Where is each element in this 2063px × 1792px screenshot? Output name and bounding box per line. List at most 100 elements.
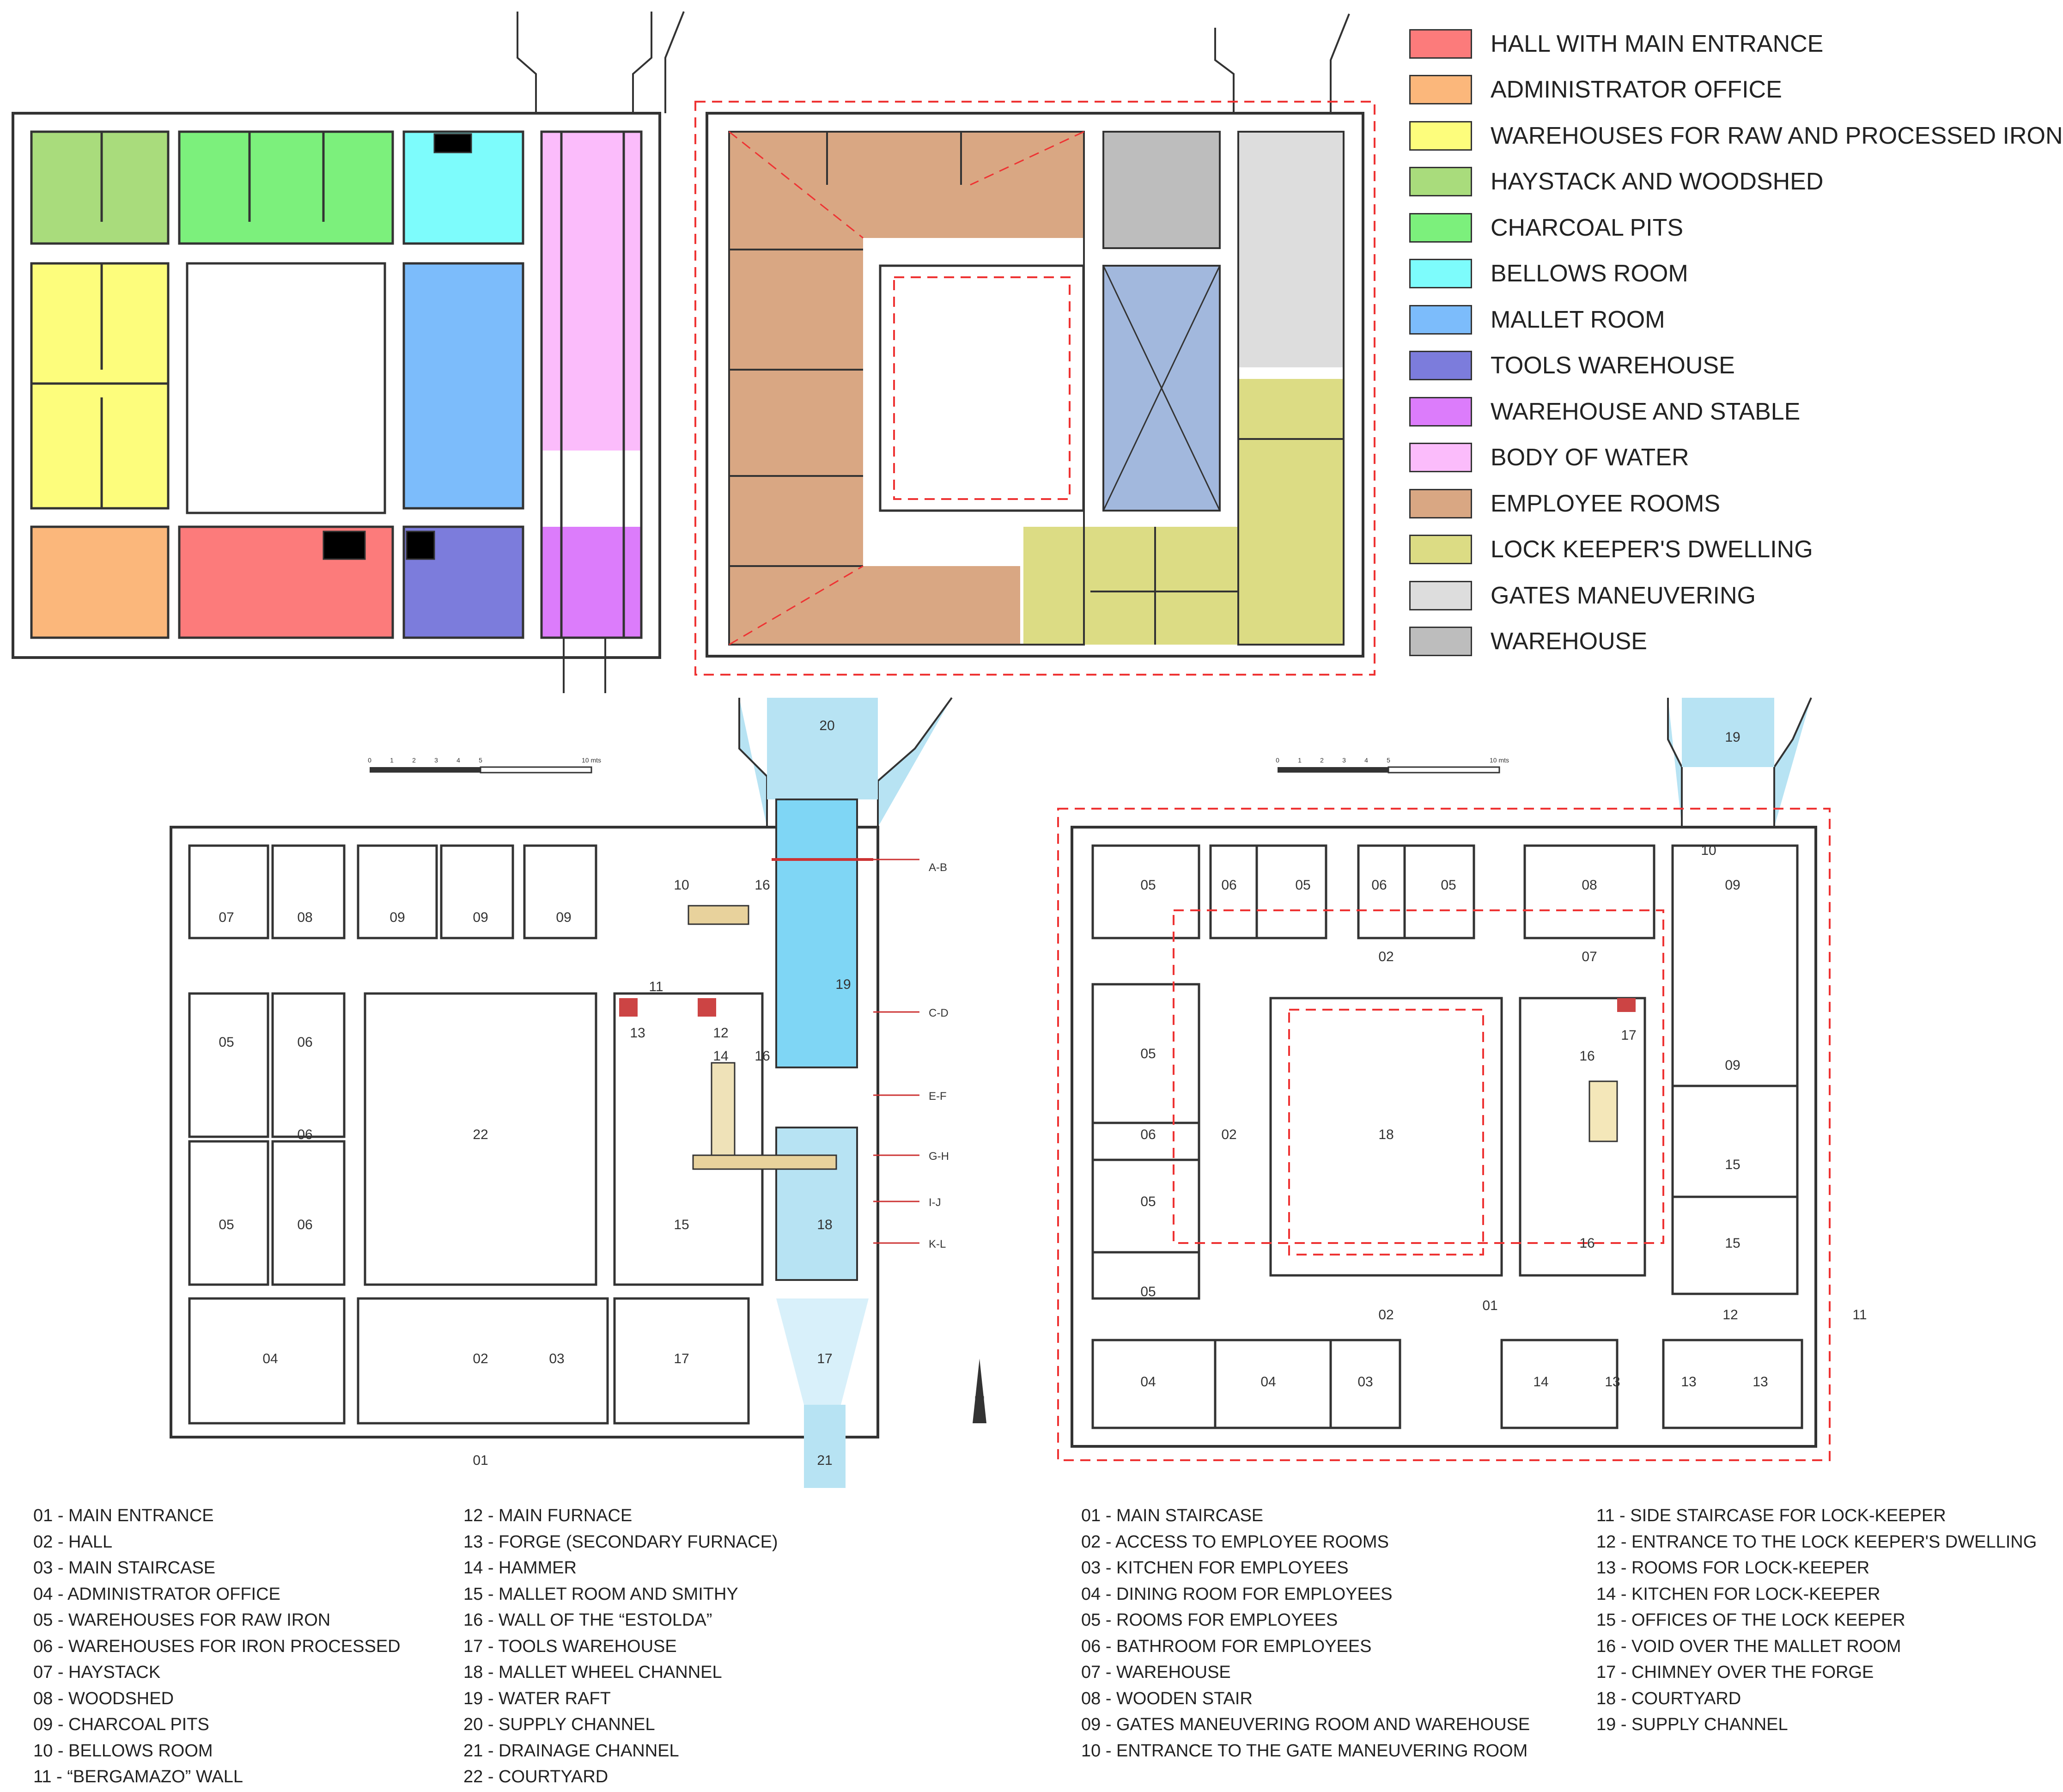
legend-swatch xyxy=(1409,121,1472,151)
list-item: 01 - MAIN STAIRCASE xyxy=(1081,1506,1264,1525)
room-label: 05 xyxy=(1140,1194,1156,1209)
upper-floor-list-1: 01 - MAIN STAIRCASE 02 - ACCESS TO EMPLO… xyxy=(1081,1503,1530,1764)
legend-label: WAREHOUSES FOR RAW AND PROCESSED IRON xyxy=(1491,122,2063,149)
list-item: 16 - WALL OF THE “ESTOLDA” xyxy=(463,1610,712,1630)
room-label: 04 xyxy=(1260,1374,1276,1390)
list-item: 05 - WAREHOUSES FOR RAW IRON xyxy=(33,1610,331,1630)
scale-end: 10 mts xyxy=(1490,756,1509,764)
list-item: 14 - KITCHEN FOR LOCK-KEEPER xyxy=(1596,1584,1880,1604)
room-label: 07 xyxy=(1582,949,1597,964)
section-label: I-J xyxy=(929,1196,941,1209)
list-item: 17 - TOOLS WAREHOUSE xyxy=(463,1636,677,1656)
legend-label: BELLOWS ROOM xyxy=(1491,260,1688,287)
scale-tick: 4 xyxy=(1364,756,1368,764)
scale-tick: 0 xyxy=(1276,756,1279,764)
legend-label: EMPLOYEE ROOMS xyxy=(1491,490,1720,517)
north-label: N xyxy=(974,1393,986,1411)
legend-swatch xyxy=(1409,75,1472,105)
legend-swatch xyxy=(1409,29,1472,59)
room-label: 19 xyxy=(1725,730,1740,745)
room-label: 09 xyxy=(1725,878,1740,893)
room-label: 05 xyxy=(1140,1046,1156,1061)
room-label: 17 xyxy=(817,1351,832,1366)
scale-tick: 2 xyxy=(412,756,416,764)
legend-item: BELLOWS ROOM xyxy=(1409,251,2005,297)
room-label: 21 xyxy=(817,1453,832,1468)
list-item: 09 - GATES MANEUVERING ROOM AND WAREHOUS… xyxy=(1081,1715,1530,1734)
list-item: 06 - BATHROOM FOR EMPLOYEES xyxy=(1081,1636,1372,1656)
room-label: 10 xyxy=(1701,843,1716,858)
north-arrow: N xyxy=(973,1359,986,1423)
room-label: 16 xyxy=(1579,1236,1594,1251)
scale-tick: 3 xyxy=(1342,756,1346,764)
room-label: 05 xyxy=(1295,878,1310,893)
scale-tick: 4 xyxy=(456,756,460,764)
room-label: 11 xyxy=(649,979,663,994)
room-label: 11 xyxy=(1852,1307,1867,1323)
room-label: 06 xyxy=(297,1035,312,1050)
legend-item: WAREHOUSE AND STABLE xyxy=(1409,389,2005,435)
list-item: 11 - “BERGAMAZO” WALL xyxy=(33,1767,243,1786)
legend-item: MALLET ROOM xyxy=(1409,297,2005,343)
legend-item: HALL WITH MAIN ENTRANCE xyxy=(1409,21,2005,67)
upper-floor-list-2: 11 - SIDE STAIRCASE FOR LOCK-KEEPER 12 -… xyxy=(1596,1503,2037,1738)
room-label: 14 xyxy=(713,1048,728,1064)
scale-tick: 5 xyxy=(1387,756,1390,764)
room-label: 16 xyxy=(755,1048,770,1064)
room-label: 19 xyxy=(835,977,851,992)
room-label: 05 xyxy=(1140,878,1156,893)
legend-swatch xyxy=(1409,167,1472,197)
room-label: 09 xyxy=(473,910,488,925)
list-item: 19 - WATER RAFT xyxy=(463,1688,611,1708)
room-label: 02 xyxy=(1378,1307,1394,1323)
list-item: 17 - CHIMNEY OVER THE FORGE xyxy=(1596,1663,1874,1682)
legend-label: BODY OF WATER xyxy=(1491,444,1689,471)
list-item: 03 - MAIN STAIRCASE xyxy=(33,1558,216,1578)
legend-swatch xyxy=(1409,305,1472,335)
ground-floor-list-1: 01 - MAIN ENTRANCE 02 - HALL 03 - MAIN S… xyxy=(33,1503,401,1790)
legend-label: CHARCOAL PITS xyxy=(1491,214,1684,241)
list-item: 06 - WAREHOUSES FOR IRON PROCESSED xyxy=(33,1636,401,1656)
list-item: 18 - COURTYARD xyxy=(1596,1688,1741,1708)
scale-bar: 0 1 2 3 4 5 10 mts xyxy=(1276,756,1509,774)
room-label: 06 xyxy=(1140,1127,1156,1142)
legend-swatch xyxy=(1409,259,1472,289)
legend-swatch xyxy=(1409,488,1472,518)
scale-bar: 0 1 2 3 4 5 10 mts xyxy=(368,756,601,774)
list-item: 01 - MAIN ENTRANCE xyxy=(33,1506,214,1525)
floor-plans: 07 08 09 09 09 10 16 20 05 06 06 05 06 2… xyxy=(12,11,1867,1488)
scale-tick: 1 xyxy=(390,756,394,764)
legend-label: LOCK KEEPER'S DWELLING xyxy=(1491,536,1813,563)
room-label: 05 xyxy=(1441,878,1456,893)
room-label: 05 xyxy=(1140,1284,1156,1299)
legend-label: ADMINISTRATOR OFFICE xyxy=(1491,76,1782,104)
legend-label: TOOLS WAREHOUSE xyxy=(1491,352,1735,379)
legend-swatch xyxy=(1409,535,1472,565)
room-label: 12 xyxy=(713,1025,728,1041)
legend-item: ADMINISTRATOR OFFICE xyxy=(1409,67,2005,113)
room-label: 09 xyxy=(556,910,571,925)
room-label: 18 xyxy=(817,1217,832,1232)
list-item: 02 - HALL xyxy=(33,1532,113,1552)
list-item: 16 - VOID OVER THE MALLET ROOM xyxy=(1596,1636,1901,1656)
legend-swatch xyxy=(1409,351,1472,381)
room-label: 03 xyxy=(1357,1374,1373,1390)
room-label: 02 xyxy=(1378,949,1394,964)
legend-swatch xyxy=(1409,396,1472,427)
room-label: 02 xyxy=(473,1351,488,1366)
list-item: 13 - ROOMS FOR LOCK-KEEPER xyxy=(1596,1558,1870,1578)
room-label: 02 xyxy=(1221,1127,1236,1142)
scale-tick: 2 xyxy=(1320,756,1324,764)
legend-label: WAREHOUSE AND STABLE xyxy=(1491,398,1801,425)
room-label: 22 xyxy=(473,1127,488,1142)
room-label: 06 xyxy=(1221,878,1236,893)
room-label: 20 xyxy=(819,718,834,733)
list-item: 07 - HAYSTACK xyxy=(33,1663,161,1682)
section-label: E-F xyxy=(929,1090,947,1103)
legend-label: HALL WITH MAIN ENTRANCE xyxy=(1491,30,1824,57)
legend-swatch xyxy=(1409,213,1472,243)
list-item: 12 - MAIN FURNACE xyxy=(463,1506,633,1525)
upper-floor-detail-plan: 19 10 05 06 05 06 05 08 09 02 07 05 16 1… xyxy=(1057,697,1867,1461)
list-item: 18 - MALLET WHEEL CHANNEL xyxy=(463,1663,722,1682)
section-label: K-L xyxy=(929,1238,946,1250)
